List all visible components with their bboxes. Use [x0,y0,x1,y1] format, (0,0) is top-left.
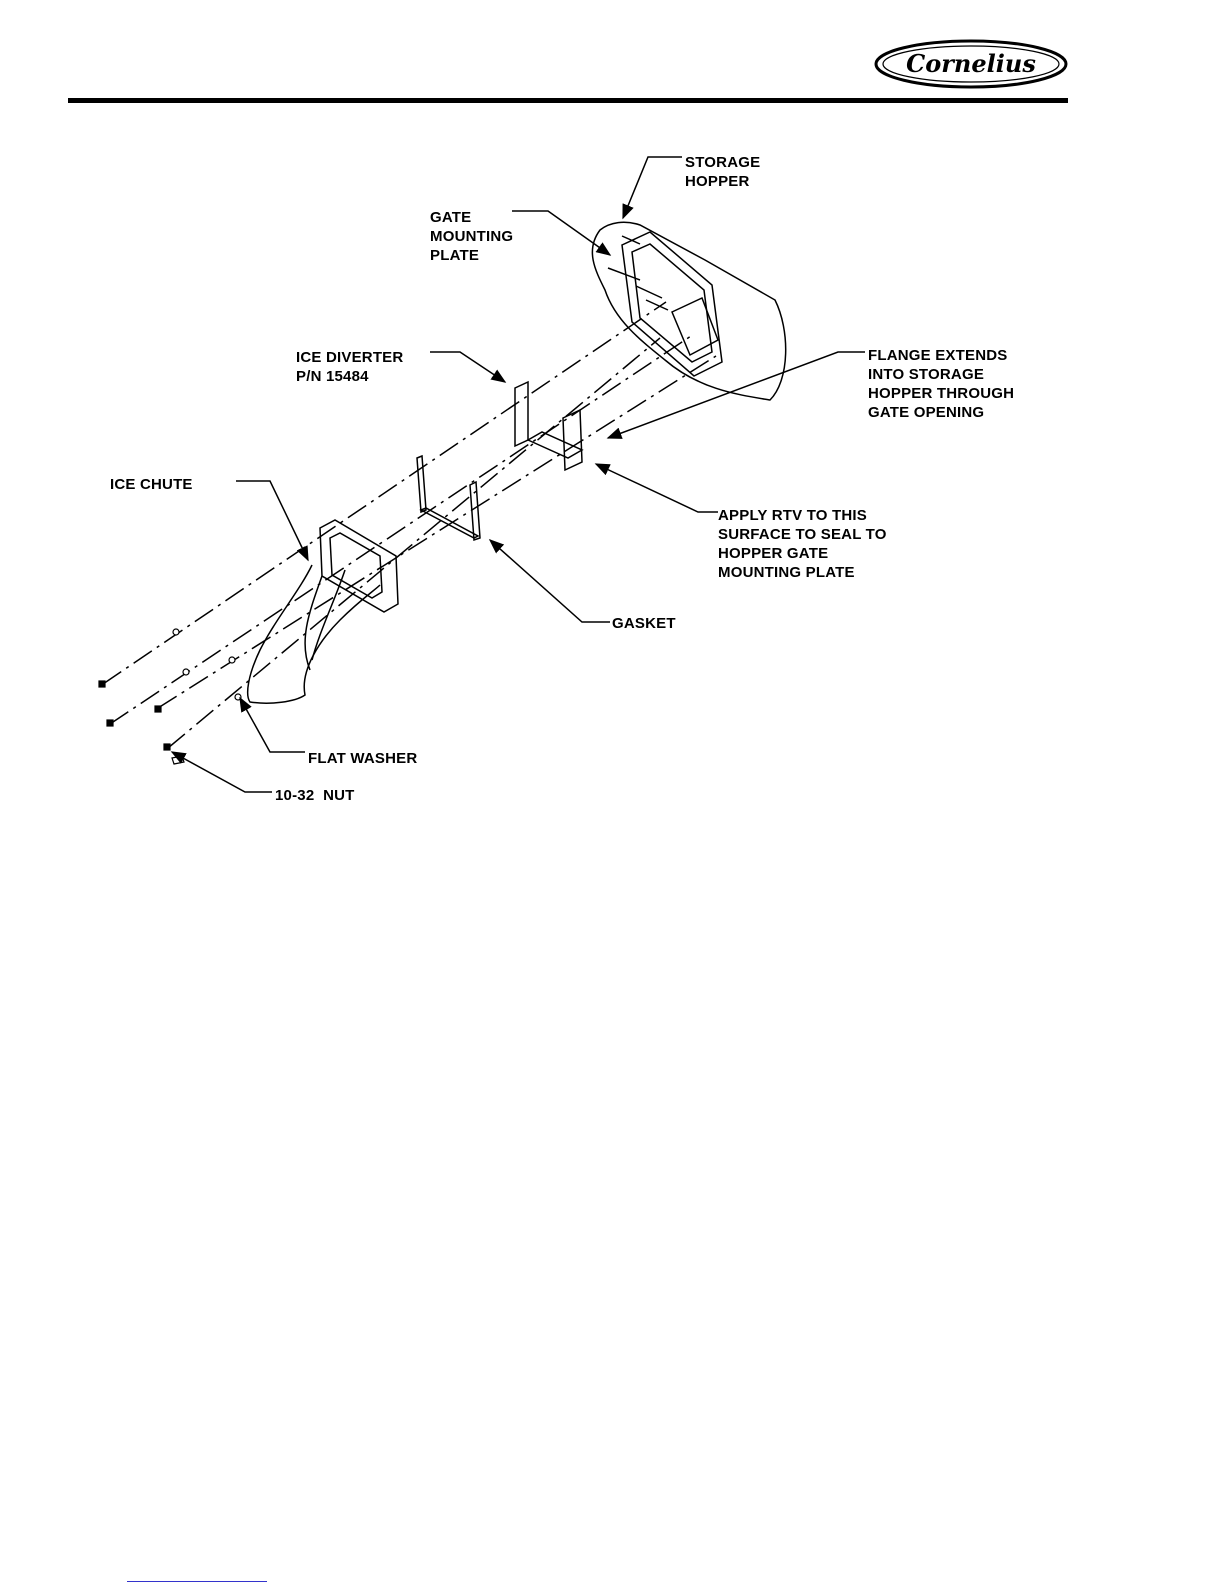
label-apply-rtv: APPLY RTV TO THIS SURFACE TO SEAL TO HOP… [718,506,887,582]
storage-hopper-drawing [592,222,785,400]
label-flange-extends: FLANGE EXTENDS INTO STORAGE HOPPER THROU… [868,346,1014,422]
ice-chute-assembly-diagram [0,0,1225,900]
footer-link-underline [127,1581,267,1582]
label-10-32-nut: 10-32 NUT [275,786,355,805]
label-ice-diverter: ICE DIVERTER P/N 15484 [296,348,403,386]
assembly-centerlines [103,302,716,748]
fastener-hardware [99,629,241,764]
ice-chute-drawing [248,520,398,703]
label-gate-mounting-plate: GATE MOUNTING PLATE [430,208,513,265]
label-ice-chute: ICE CHUTE [110,475,193,494]
label-flat-washer: FLAT WASHER [308,749,417,768]
label-gasket: GASKET [612,614,676,633]
leader-lines [172,157,865,792]
ice-diverter-drawing [515,382,582,470]
gate-mounting-plate-drawing [608,232,722,376]
label-storage-hopper: STORAGE HOPPER [685,153,760,191]
